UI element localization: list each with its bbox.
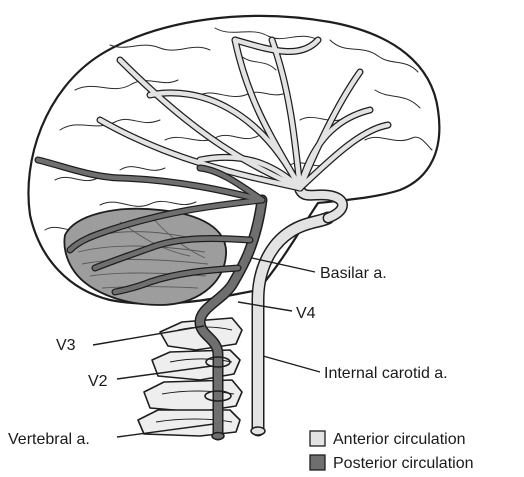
- legend-label-anterior: Anterior circulation: [333, 431, 466, 448]
- label-v2: V2: [88, 373, 108, 390]
- label-vertebral: Vertebral a.: [8, 431, 90, 448]
- legend-label-posterior: Posterior circulation: [333, 455, 474, 472]
- cervical-spine: [138, 318, 242, 436]
- label-v3: V3: [56, 337, 76, 354]
- label-internal-carotid: Internal carotid a.: [324, 365, 448, 382]
- legend-swatch-posterior: [310, 455, 325, 470]
- legend: Anterior circulation Posterior circulati…: [310, 431, 474, 472]
- vertebral-cut-end: [212, 433, 224, 440]
- legend-swatch-anterior: [310, 431, 325, 446]
- carotid-cut-end: [251, 427, 265, 435]
- label-basilar: Basilar a.: [320, 265, 387, 282]
- vertebra-c3: [144, 380, 242, 412]
- label-v4: V4: [296, 305, 316, 322]
